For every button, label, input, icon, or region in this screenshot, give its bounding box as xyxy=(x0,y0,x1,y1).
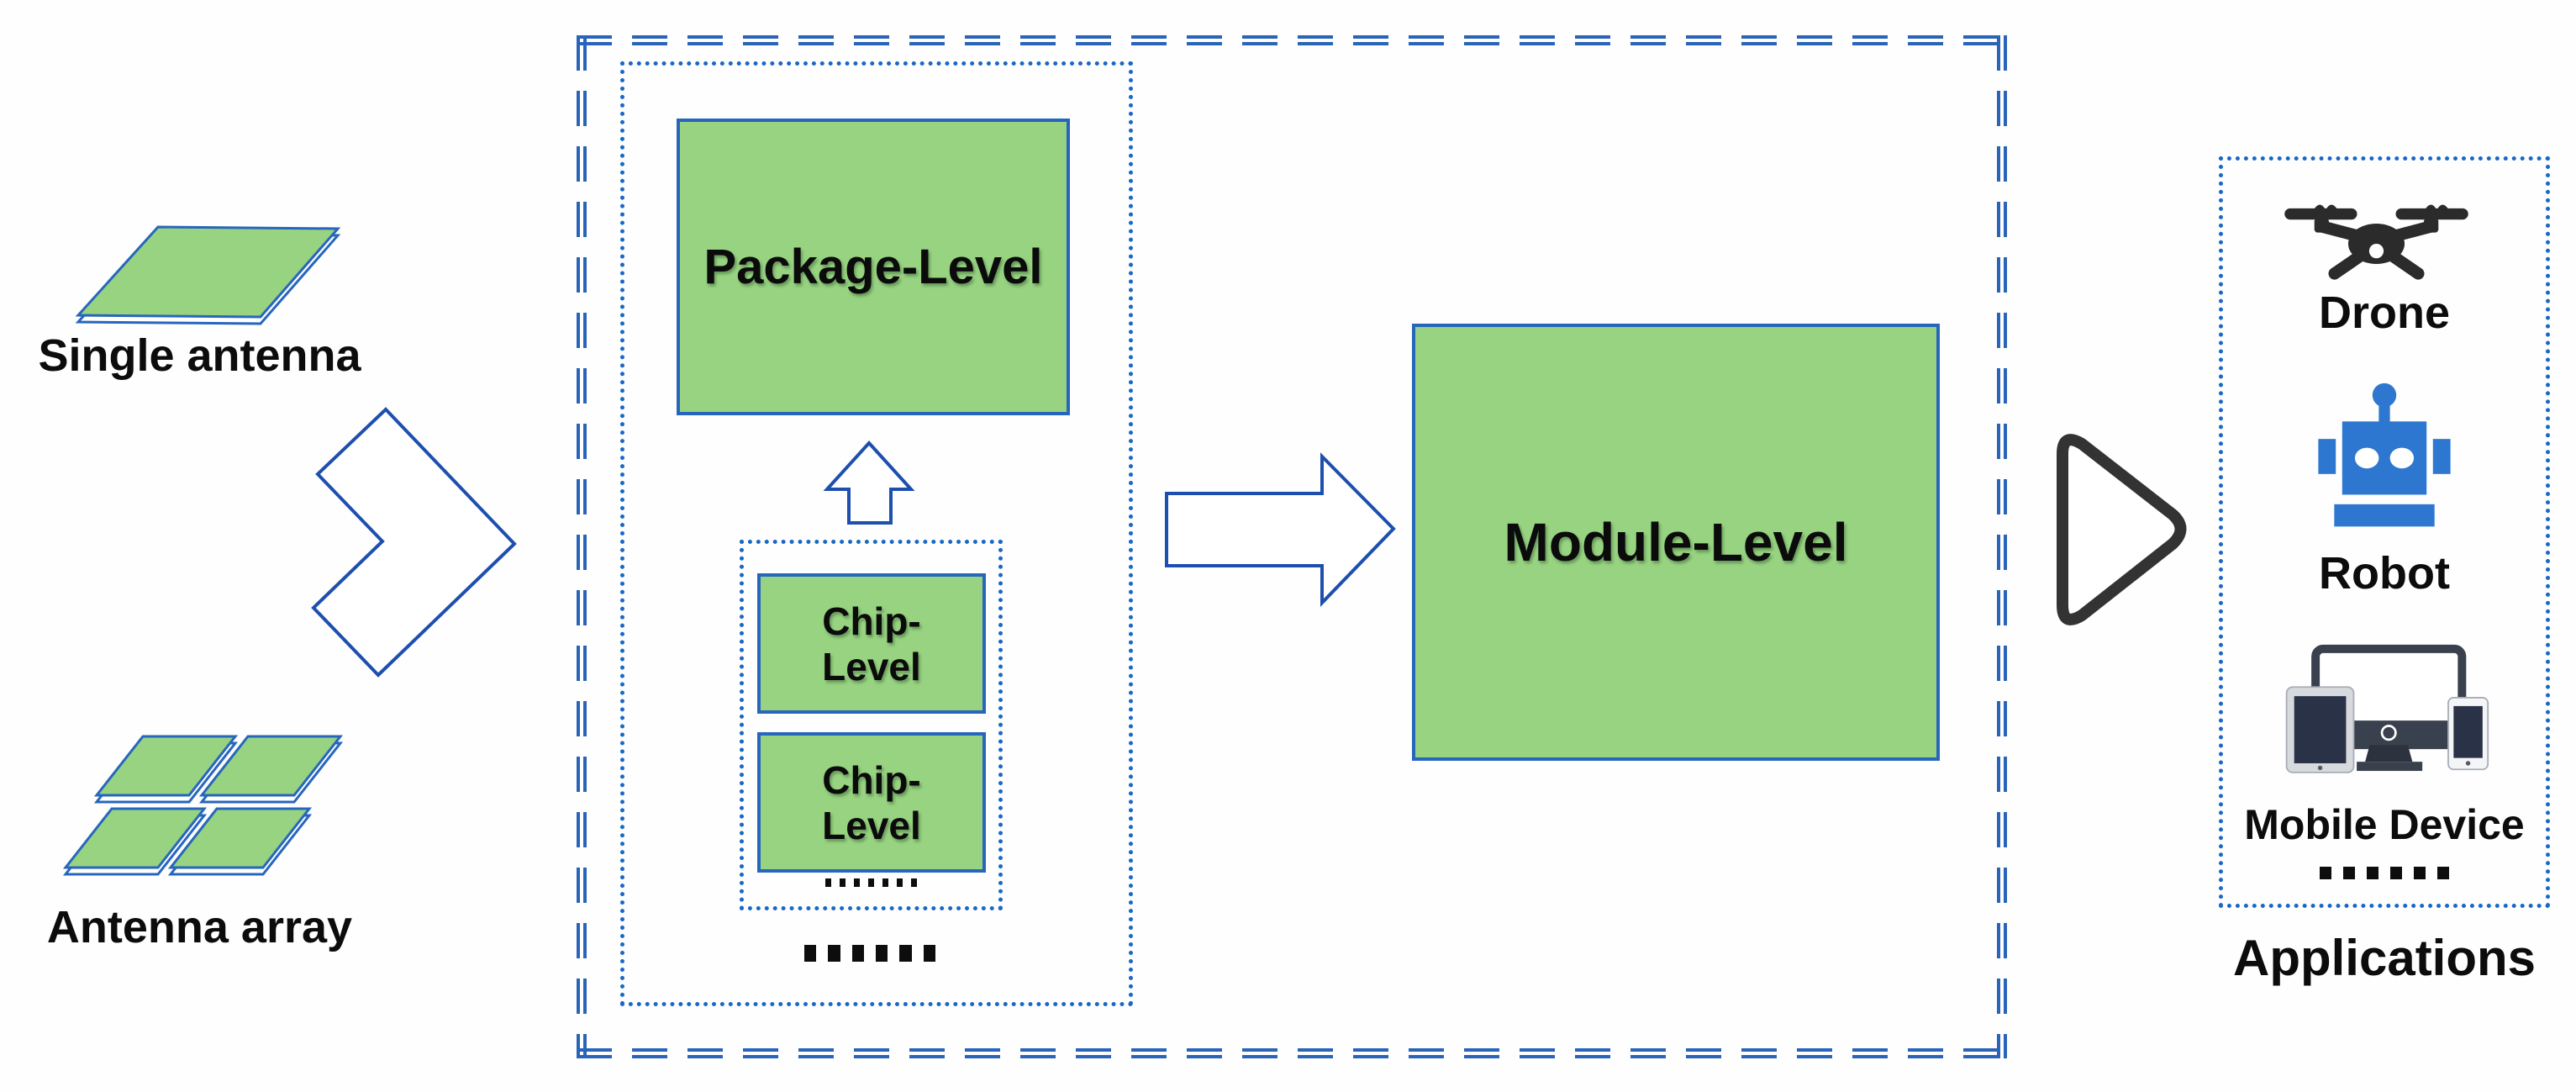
applications-title: Applications xyxy=(2232,930,2536,986)
integration-box-right-border xyxy=(1997,35,2007,1058)
integration-box-top-border xyxy=(577,35,2007,45)
single-antenna-icon xyxy=(75,225,341,325)
chip-group-box: Chip-Level Chip-Level xyxy=(740,540,1003,910)
chevron-right-icon xyxy=(311,407,517,678)
module-level-label: Module-Level xyxy=(1504,512,1848,572)
chip-level-box-2: Chip-Level xyxy=(757,732,986,873)
module-level-box: Module-Level xyxy=(1412,324,1940,761)
mobile-device-label: Mobile Device xyxy=(2244,801,2525,848)
package-level-box: Package-Level xyxy=(677,119,1070,415)
package-group-box xyxy=(620,61,1133,1006)
play-triangle-icon xyxy=(2057,434,2187,625)
chip-level-label-2: Chip-Level xyxy=(822,757,921,847)
applications-box: Drone Robot xyxy=(2219,156,2550,908)
drone-icon xyxy=(2284,204,2468,280)
right-arrow-icon xyxy=(1165,452,1396,607)
integration-box-bottom-border xyxy=(577,1048,2007,1058)
integration-box-left-border xyxy=(577,35,587,1058)
chip-ellipsis-dots xyxy=(744,878,998,887)
single-antenna-label: Single antenna xyxy=(38,330,361,381)
applications-ellipsis-dots xyxy=(2223,867,2546,879)
antenna-array-label: Antenna array xyxy=(46,902,353,952)
package-group-ellipsis-dots xyxy=(798,945,941,962)
robot-label: Robot xyxy=(2319,548,2450,599)
mobile-device-icon xyxy=(2285,644,2489,773)
drone-label: Drone xyxy=(2318,288,2450,338)
robot-icon xyxy=(2318,382,2451,527)
up-arrow-icon xyxy=(823,440,915,525)
package-level-label: Package-Level xyxy=(703,240,1043,294)
chip-level-box-1: Chip-Level xyxy=(757,573,986,714)
antenna-array-icon xyxy=(62,735,344,876)
chip-level-label-1: Chip-Level xyxy=(822,599,921,688)
